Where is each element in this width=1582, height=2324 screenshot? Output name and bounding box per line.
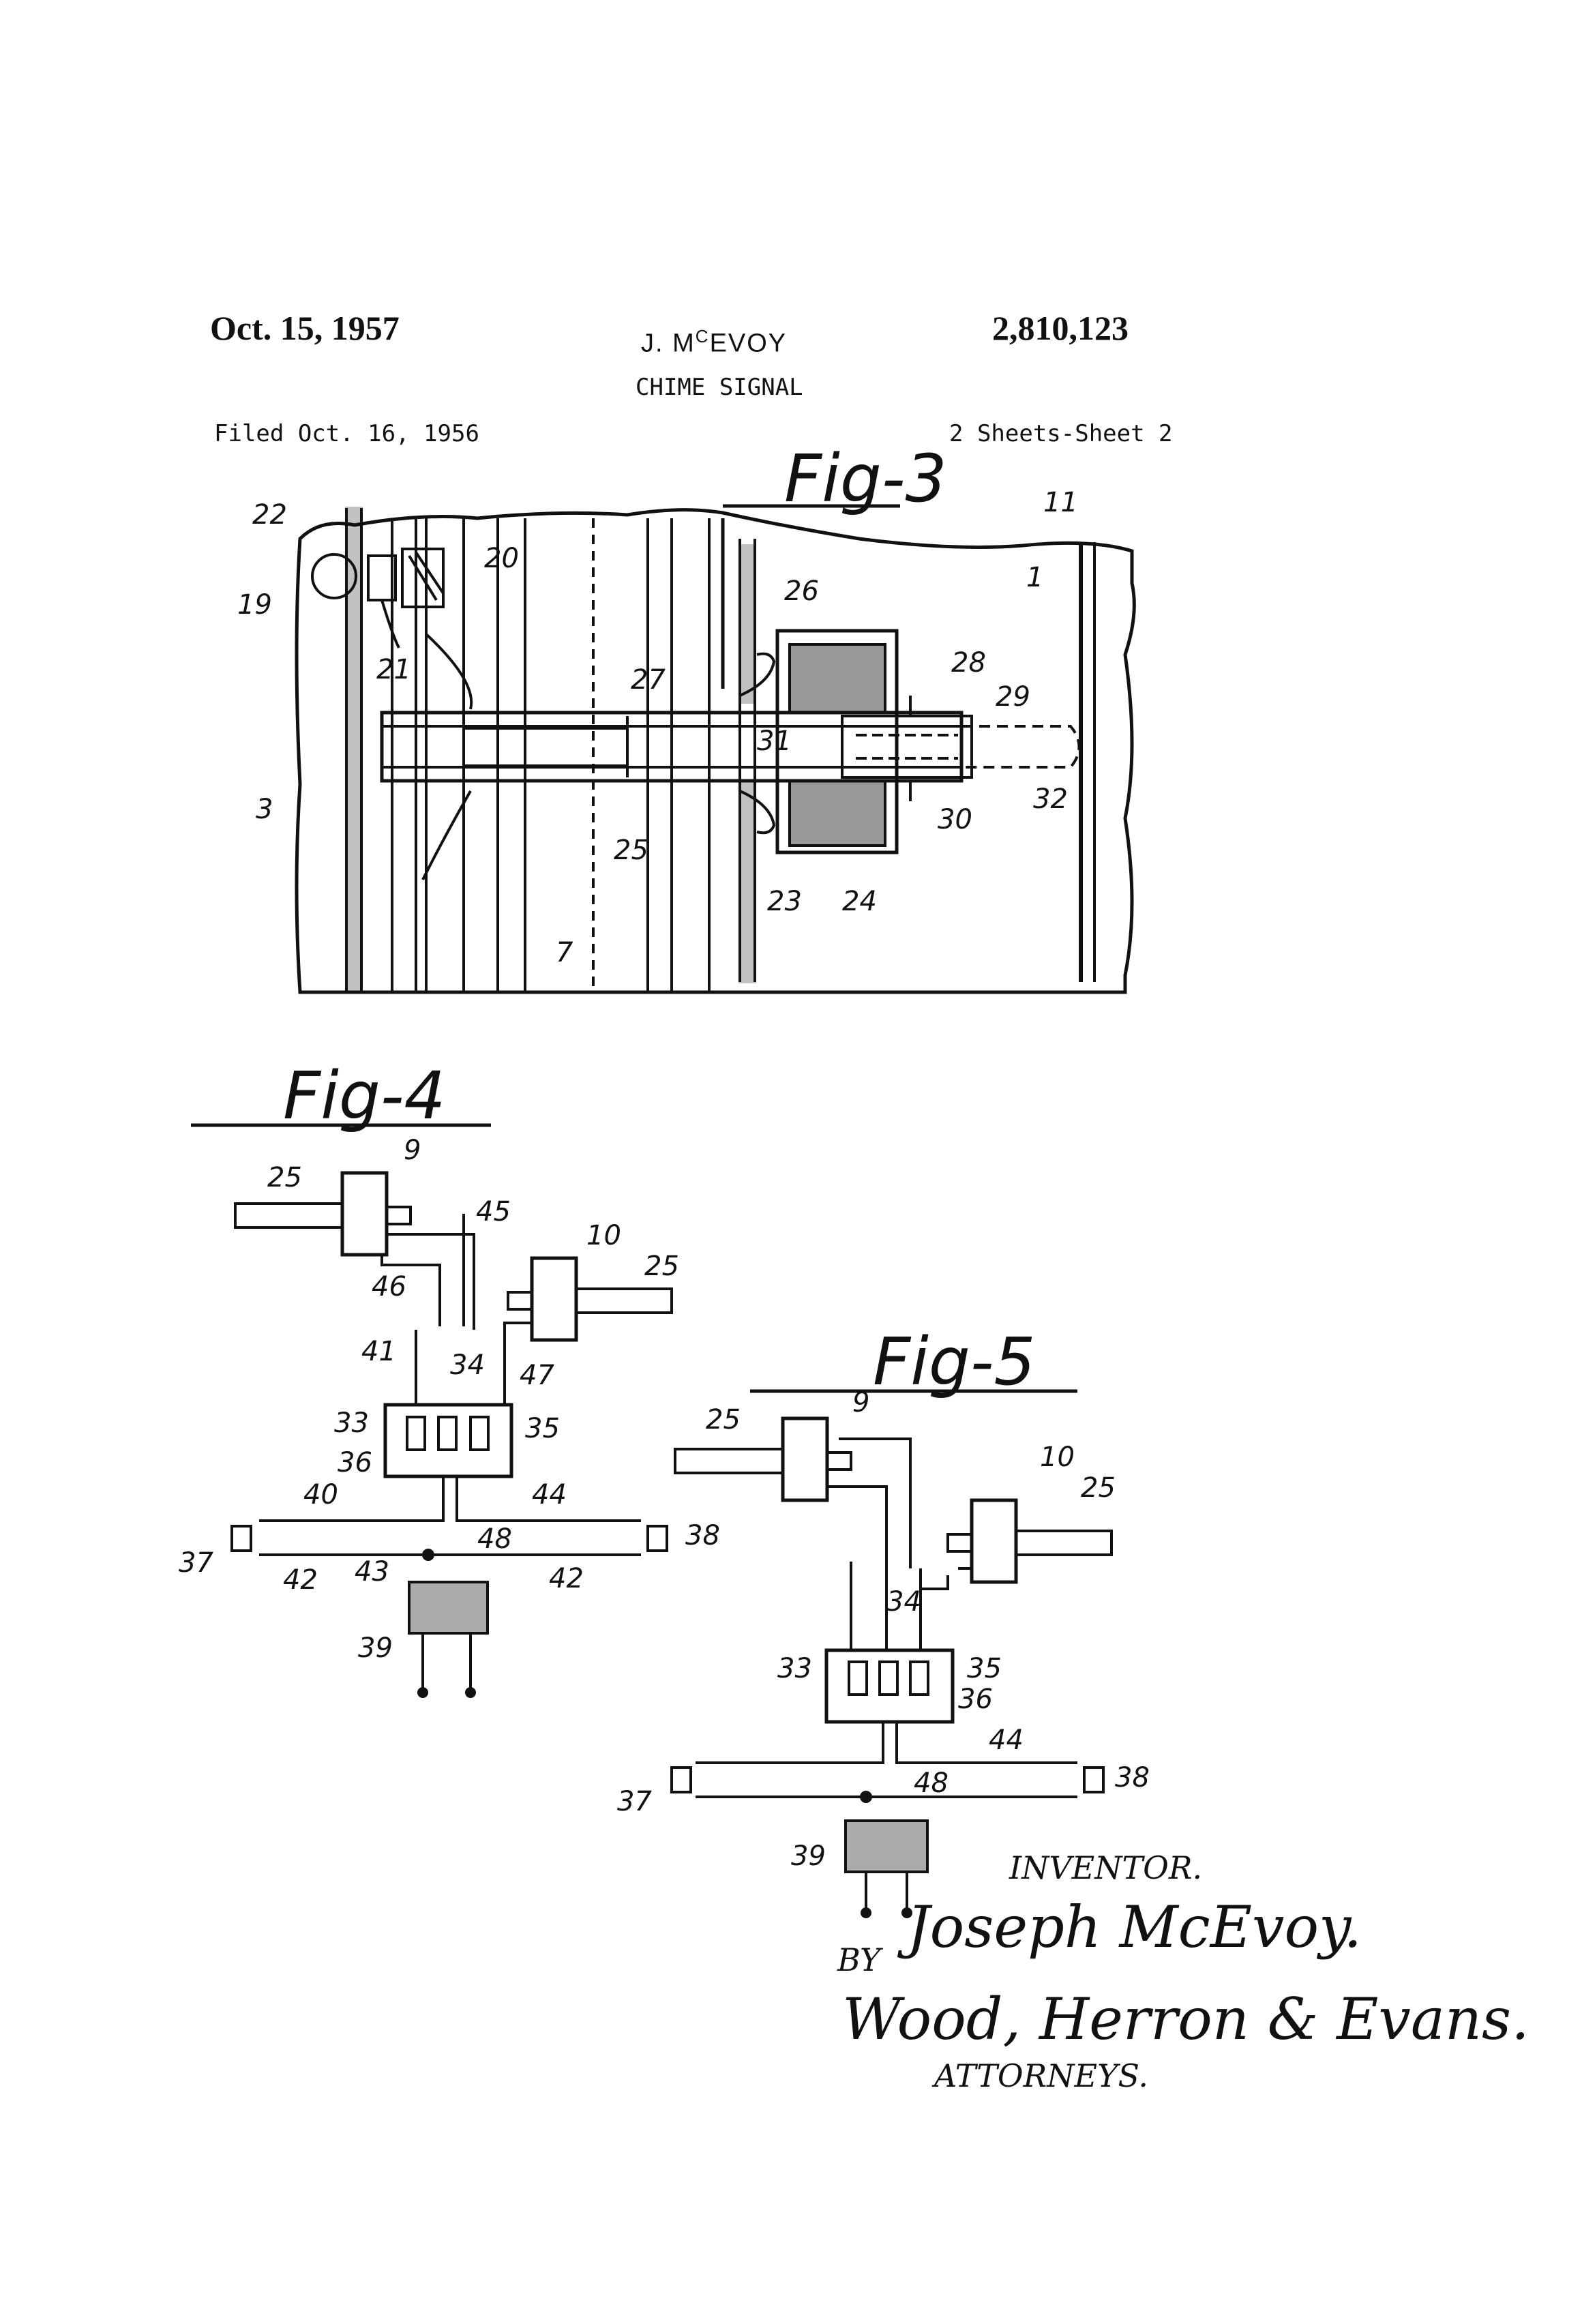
svg-text:33: 33	[777, 1653, 812, 1684]
svg-text:30: 30	[938, 804, 972, 835]
svg-text:23: 23	[767, 886, 802, 917]
svg-text:46: 46	[372, 1271, 406, 1302]
svg-text:3: 3	[256, 794, 273, 825]
svg-text:25: 25	[1081, 1472, 1116, 1504]
svg-text:25: 25	[267, 1162, 302, 1193]
svg-text:26: 26	[784, 576, 819, 607]
fig4-label: Fig-4	[283, 1058, 446, 1134]
svg-text:37: 37	[179, 1547, 213, 1579]
svg-text:36: 36	[958, 1684, 993, 1715]
svg-text:39: 39	[358, 1633, 393, 1664]
svg-text:38: 38	[1115, 1762, 1150, 1793]
svg-text:25: 25	[644, 1251, 679, 1282]
fig5-reference-numerals: 25 9 10 25 34 33 35 36 44 37 48 38 39	[617, 1387, 1150, 1872]
patent-date: Oct. 15, 1957	[210, 309, 400, 347]
svg-text:40: 40	[303, 1479, 338, 1510]
svg-text:22: 22	[252, 499, 287, 531]
svg-text:32: 32	[1033, 784, 1068, 815]
fig3-reference-numerals: 22 20 19 21 3 26 27 28 29 31 32 30 25 23…	[237, 487, 1078, 968]
svg-text:48: 48	[477, 1523, 512, 1555]
fig5: Fig-5 25	[617, 1324, 1150, 1918]
sheet-count: 2 Sheets-Sheet 2	[949, 420, 1173, 447]
svg-text:31: 31	[757, 726, 792, 757]
inventor-label: INVENTOR.	[1009, 1849, 1202, 1886]
svg-text:42: 42	[283, 1564, 318, 1596]
svg-text:25: 25	[614, 835, 648, 866]
patent-title: CHIME SIGNAL	[636, 374, 803, 401]
svg-text:34: 34	[450, 1350, 485, 1381]
signature-block: INVENTOR. Joseph McEvoy. BY Wood, Herron…	[837, 1849, 1529, 2094]
svg-text:44: 44	[989, 1725, 1024, 1756]
fig4-reference-numerals: 25 9 45 46 10 25 41 34 47 33 35 36 40 44…	[179, 1135, 720, 1664]
svg-text:42: 42	[549, 1563, 584, 1594]
filed-date: Filed Oct. 16, 1956	[214, 420, 479, 447]
svg-text:45: 45	[476, 1196, 511, 1227]
svg-text:9: 9	[404, 1135, 421, 1166]
svg-text:1: 1	[1026, 562, 1043, 593]
patent-number: 2,810,123	[992, 309, 1129, 347]
svg-text:19: 19	[237, 589, 272, 621]
svg-text:47: 47	[520, 1360, 554, 1391]
svg-text:33: 33	[334, 1407, 369, 1439]
svg-text:39: 39	[791, 1841, 826, 1872]
svg-text:43: 43	[355, 1556, 389, 1588]
inventor-name: J. MCEVOY	[641, 326, 788, 358]
svg-text:24: 24	[842, 886, 877, 917]
svg-text:37: 37	[617, 1786, 652, 1817]
fig4: Fig-4 25 9	[179, 1058, 720, 1698]
svg-text:36: 36	[338, 1447, 372, 1478]
fig3-label: Fig-3	[784, 441, 947, 517]
fig5-label: Fig-5	[873, 1324, 1036, 1400]
inventor-signature: Joseph McEvoy.	[897, 1894, 1362, 1961]
svg-text:41: 41	[361, 1336, 396, 1367]
svg-text:21: 21	[376, 654, 411, 685]
svg-text:20: 20	[484, 543, 519, 574]
svg-text:27: 27	[631, 664, 666, 696]
svg-text:9: 9	[852, 1387, 869, 1418]
svg-text:35: 35	[967, 1653, 1002, 1684]
svg-text:35: 35	[525, 1413, 560, 1444]
svg-text:44: 44	[532, 1479, 567, 1510]
by-label: BY	[837, 1941, 884, 1978]
svg-text:10: 10	[1040, 1442, 1075, 1473]
svg-text:38: 38	[685, 1520, 720, 1551]
svg-text:10: 10	[586, 1220, 621, 1251]
attorneys-label: ATTORNEYS.	[931, 2057, 1148, 2094]
svg-text:28: 28	[951, 647, 986, 679]
svg-text:11: 11	[1043, 487, 1078, 518]
attorney-signature: Wood, Herron & Evans.	[842, 1986, 1529, 2053]
svg-text:25: 25	[706, 1404, 741, 1435]
svg-text:29: 29	[996, 681, 1030, 713]
fig3: Fig-3	[237, 441, 1136, 994]
svg-text:48: 48	[914, 1768, 949, 1799]
svg-text:34: 34	[886, 1586, 921, 1618]
svg-text:7: 7	[556, 937, 573, 968]
